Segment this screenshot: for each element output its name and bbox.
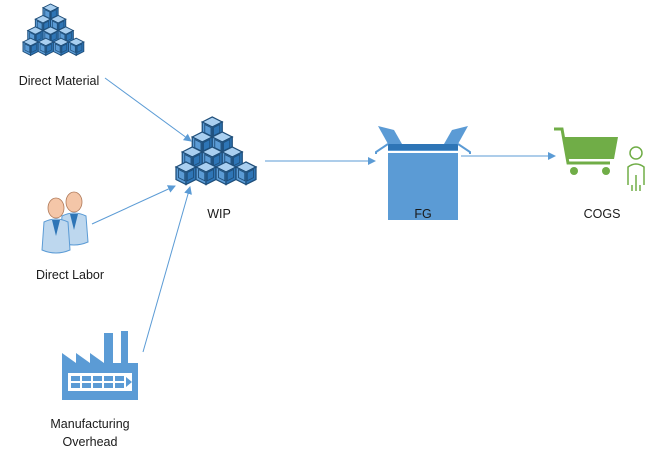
fg-label: FG (414, 207, 432, 221)
stacked-boxes-icon (176, 117, 256, 185)
arrow-labor-to-wip (91, 185, 176, 225)
factory-icon (62, 331, 138, 400)
stacked-boxes-icon (23, 4, 84, 55)
shopping-cart-person-icon (554, 127, 645, 191)
open-box-icon (375, 126, 471, 220)
overhead-label-line1: Manufacturing (50, 417, 130, 431)
wip-label: WIP (207, 207, 231, 221)
cogs-label: COGS (583, 207, 621, 221)
arrow-material-to-wip (104, 77, 192, 142)
direct-material-label: Direct Material (18, 74, 100, 88)
direct-labor-label: Direct Labor (35, 268, 105, 282)
overhead-label-line2: Overhead (62, 435, 118, 449)
arrow-overhead-to-wip (142, 186, 192, 353)
people-icon (41, 191, 89, 254)
